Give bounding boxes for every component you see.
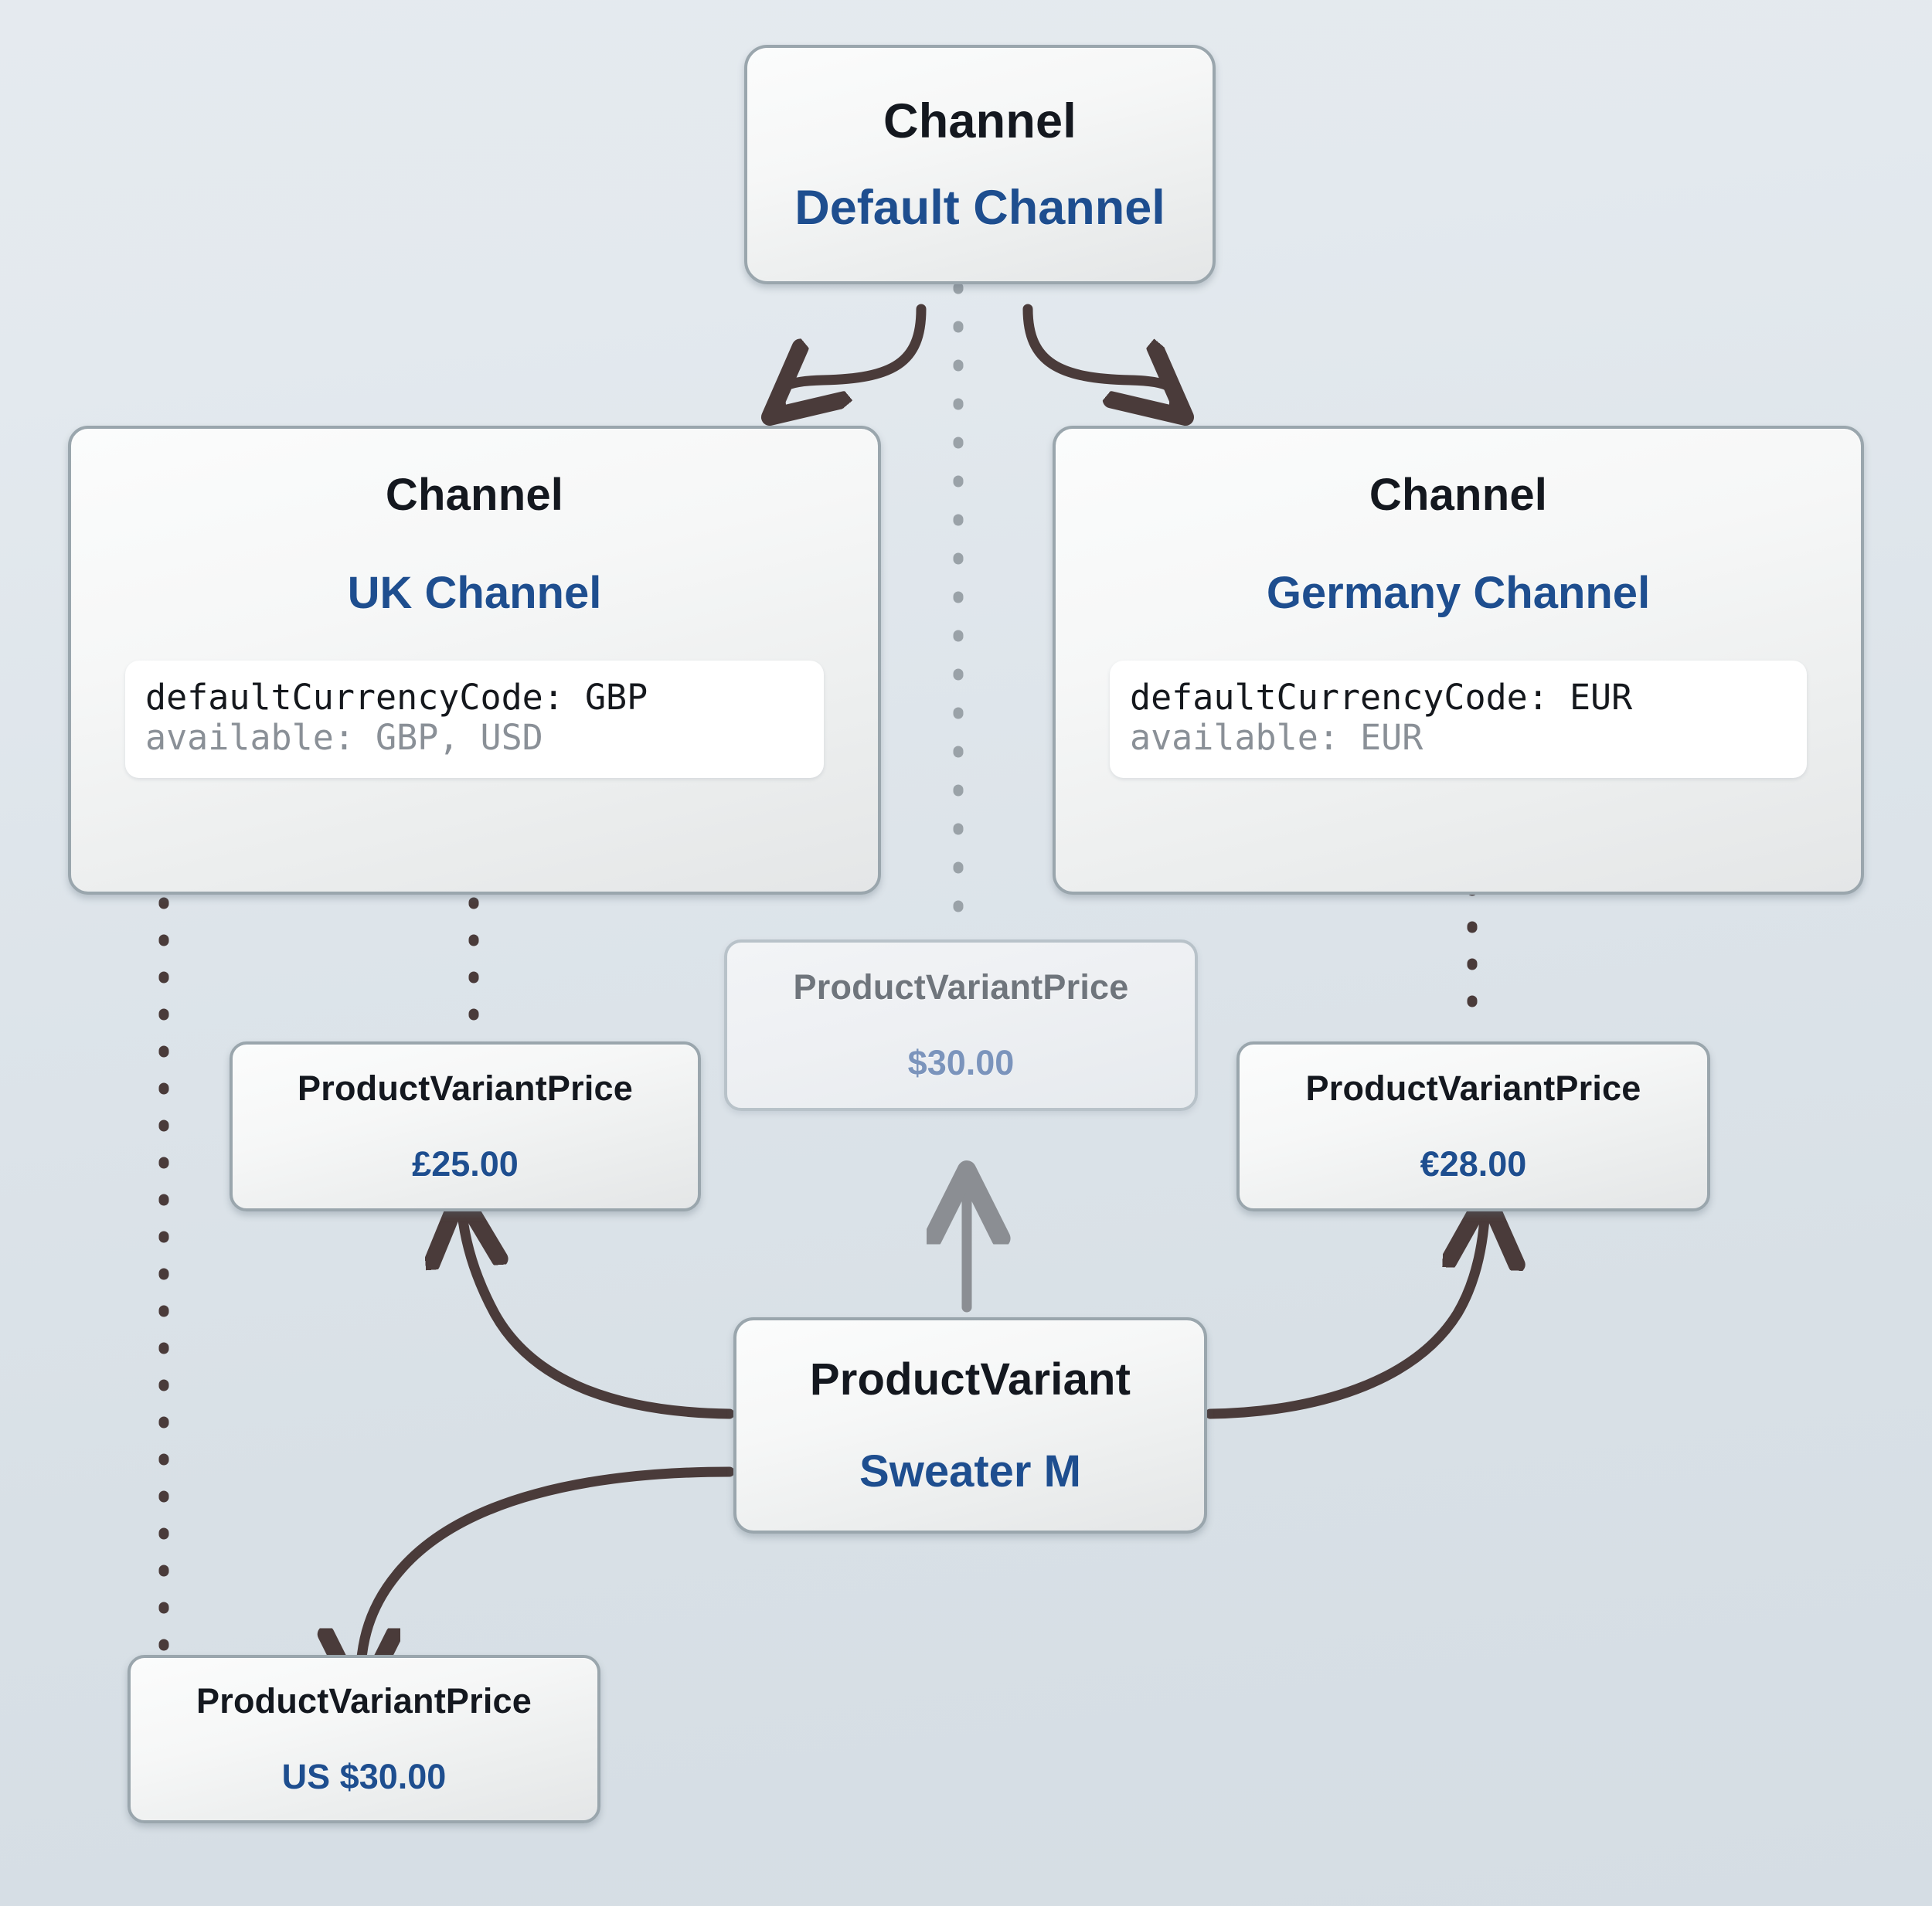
default-currency-code-line: defaultCurrencyCode: EUR: [1130, 677, 1633, 718]
node-type-label: ProductVariantPrice: [196, 1681, 532, 1721]
edge-default-to-uk: [779, 304, 927, 409]
available-currencies-line: available: EUR: [1130, 717, 1423, 759]
node-value-label: UK Channel: [347, 568, 602, 618]
node-price-usd-ghost[interactable]: ProductVariantPrice $30.00: [724, 939, 1198, 1111]
node-type-label: Channel: [1369, 470, 1548, 520]
available-currencies-line: available: GBP, USD: [145, 717, 543, 759]
node-uk-channel[interactable]: Channel UK Channel defaultCurrencyCode: …: [68, 426, 881, 895]
node-value-label: €28.00: [1420, 1144, 1527, 1184]
node-price-gbp[interactable]: ProductVariantPrice £25.00: [230, 1041, 701, 1211]
uk-channel-currency-panel: defaultCurrencyCode: GBP available: GBP,…: [125, 661, 824, 779]
node-type-label: ProductVariantPrice: [298, 1069, 633, 1108]
node-product-variant[interactable]: ProductVariant Sweater M: [733, 1317, 1207, 1534]
node-value-label: Germany Channel: [1266, 568, 1651, 618]
node-type-label: Channel: [883, 94, 1077, 148]
node-value-label: Default Channel: [794, 181, 1165, 235]
node-value-label: £25.00: [412, 1144, 519, 1184]
node-type-label: ProductVariant: [809, 1354, 1131, 1405]
node-price-usd[interactable]: ProductVariantPrice US $30.00: [128, 1655, 600, 1823]
node-germany-channel[interactable]: Channel Germany Channel defaultCurrencyC…: [1053, 426, 1864, 895]
default-currency-code-line: defaultCurrencyCode: GBP: [145, 677, 648, 718]
node-value-label: Sweater M: [859, 1446, 1081, 1497]
edge-variant-to-price-gbp: [461, 1205, 735, 1419]
node-default-channel[interactable]: Channel Default Channel: [744, 45, 1216, 284]
node-type-label: ProductVariantPrice: [793, 967, 1129, 1007]
node-value-label: $30.00: [907, 1043, 1015, 1082]
node-type-label: Channel: [385, 470, 564, 520]
node-price-eur[interactable]: ProductVariantPrice €28.00: [1236, 1041, 1710, 1211]
edge-variant-to-price-eur: [1205, 1207, 1485, 1419]
node-value-label: US $30.00: [281, 1757, 447, 1796]
edge-default-to-germany: [1022, 304, 1176, 409]
germany-channel-currency-panel: defaultCurrencyCode: EUR available: EUR: [1110, 661, 1807, 779]
node-type-label: ProductVariantPrice: [1305, 1069, 1641, 1108]
